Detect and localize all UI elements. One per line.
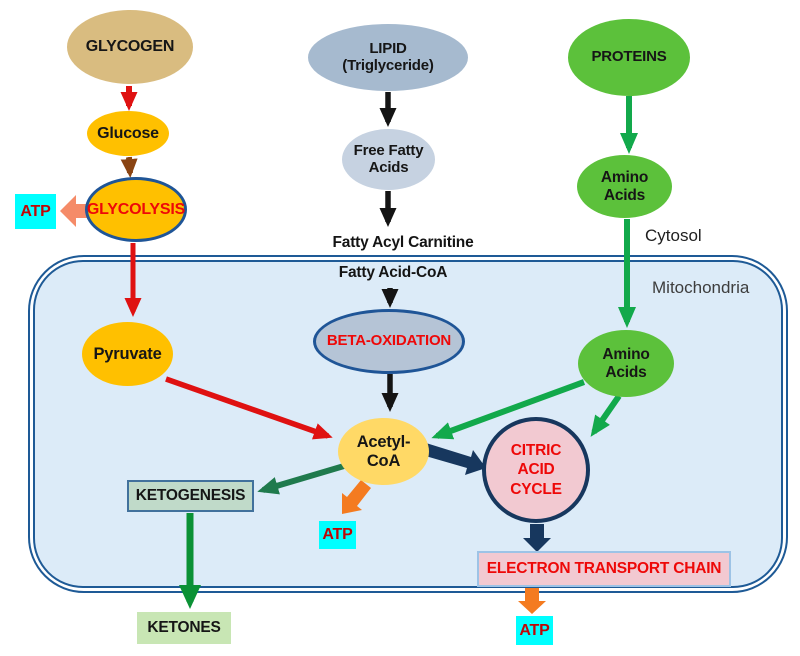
mitochondria-label: Mitochondria xyxy=(652,278,750,297)
ketogenesis-label: KETOGENESIS xyxy=(135,487,246,505)
arrow-glycolysis-to-atp xyxy=(60,195,96,227)
glycogen-label: GLYCOGEN xyxy=(85,38,175,56)
proteins-label: PROTEINS xyxy=(591,48,667,66)
node-proteins: PROTEINS xyxy=(568,19,690,96)
node-amino-acids-cytosol: Amino Acids xyxy=(577,155,672,218)
node-pyruvate: Pyruvate xyxy=(82,322,173,386)
node-glucose: Glucose xyxy=(87,111,169,156)
arrow-acetylcoa-to-atp xyxy=(342,480,371,514)
citric-acid-cycle-label: CITRIC ACID CYCLE xyxy=(510,441,562,498)
node-lipid: LIPID (Triglyceride) xyxy=(308,24,468,91)
cytosol-label: Cytosol xyxy=(645,226,702,245)
acetyl-coa-label: Acetyl-CoA xyxy=(356,433,411,470)
arrow-acetylcoa-to-ketogenesis xyxy=(257,463,345,495)
amino-acids-label: Amino Acids xyxy=(600,169,649,204)
atp-label: ATP xyxy=(322,526,353,544)
atp-badge-etc: ATP xyxy=(516,616,553,645)
arrow-aminoacids-to-citricacidcycle xyxy=(590,394,622,437)
node-amino-acids-mito: Amino Acids xyxy=(578,330,674,397)
atp-label: ATP xyxy=(20,202,51,220)
beta-oxidation-label: BETA-OXIDATION xyxy=(326,332,452,350)
node-glycogen: GLYCOGEN xyxy=(67,10,193,84)
node-ketones: KETONES xyxy=(137,612,231,644)
fatty-acyl-carnitine-label: Fatty Acyl Carnitine xyxy=(332,234,474,251)
lipid-label: LIPID (Triglyceride) xyxy=(342,39,434,74)
node-glycolysis: GLYCOLYSIS xyxy=(85,177,187,242)
arrow-acetylcoa-to-citricacidcycle xyxy=(422,443,486,475)
node-ketogenesis: KETOGENESIS xyxy=(127,480,254,512)
arrow-citricacidcycle-to-etc xyxy=(523,524,551,552)
arrow-etc-to-atp xyxy=(518,588,546,614)
ketones-label: KETONES xyxy=(147,619,221,637)
arrow-glucose-to-glycolysis xyxy=(120,156,138,178)
glucose-label: Glucose xyxy=(97,124,159,142)
free-fatty-acids-label: Free Fatty Acids xyxy=(353,141,424,176)
atp-label: ATP xyxy=(519,621,550,639)
node-free-fatty-acids: Free Fatty Acids xyxy=(342,129,435,190)
electron-transport-chain-label: ELECTRON TRANSPORT CHAIN xyxy=(486,560,722,578)
node-acetyl-coa: Acetyl-CoA xyxy=(338,418,429,485)
arrow-aminoacids-to-acetylcoa xyxy=(431,379,586,440)
atp-badge-acetyl: ATP xyxy=(319,521,356,549)
node-beta-oxidation: BETA-OXIDATION xyxy=(313,309,465,374)
node-electron-transport-chain: ELECTRON TRANSPORT CHAIN xyxy=(477,551,731,587)
amino-acids-label: Amino Acids xyxy=(602,346,650,381)
pyruvate-label: Pyruvate xyxy=(93,344,162,363)
fatty-acid-coa-label: Fatty Acid-CoA xyxy=(338,264,448,281)
node-citric-acid-cycle: CITRIC ACID CYCLE xyxy=(482,417,590,523)
glycolysis-label: GLYCOLYSIS xyxy=(86,200,186,218)
arrow-pyruvate-to-acetylcoa xyxy=(165,376,333,440)
atp-badge-glycolysis: ATP xyxy=(15,194,56,229)
